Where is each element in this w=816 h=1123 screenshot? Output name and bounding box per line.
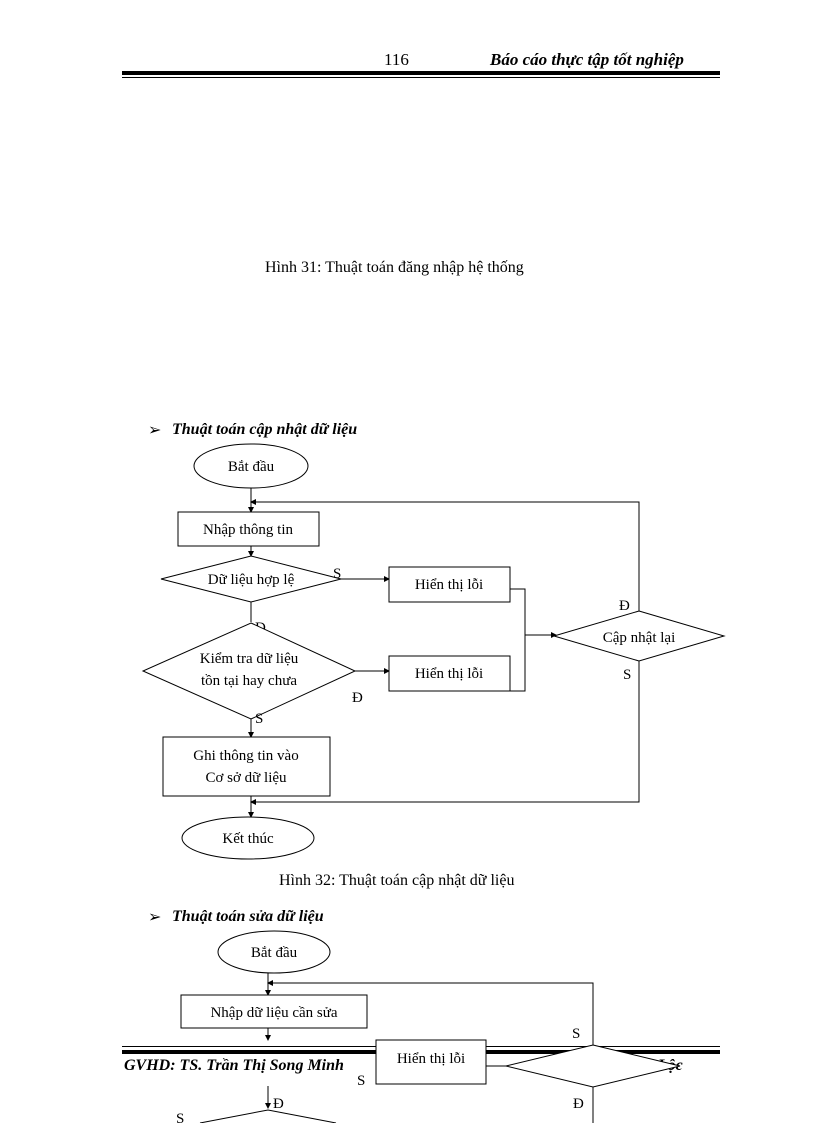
edit-s-label-bottom: S xyxy=(176,1111,184,1123)
edit-input-process xyxy=(180,994,368,1029)
save-label-2: Cơ sở dữ liệu xyxy=(205,770,287,786)
edit-decision-right xyxy=(505,1044,681,1088)
edit-start-terminal xyxy=(217,930,331,974)
edit-d-label-left: Đ xyxy=(273,1096,284,1112)
page-number: 116 xyxy=(384,50,409,69)
error-2-label: Hiển thị lỗi xyxy=(415,666,483,682)
valid-no-label: S xyxy=(333,566,341,582)
start-label: Bắt đầu xyxy=(228,459,275,475)
section-heading-update: Thuật toán cập nhật dữ liệu xyxy=(172,421,358,438)
update-again-yes-label: Đ xyxy=(619,598,630,614)
section-heading-edit: Thuật toán sửa dữ liệu xyxy=(172,908,324,925)
valid-label: Dữ liệu hợp lệ xyxy=(208,572,295,588)
save-process xyxy=(162,736,331,797)
arrow-bullet-icon: ➢ xyxy=(148,422,162,439)
update-again-no-label: S xyxy=(623,667,631,683)
edit-error-process xyxy=(375,1039,487,1085)
header-rule-thin xyxy=(122,77,720,78)
error-1-label: Hiển thị lỗi xyxy=(415,577,483,593)
input-label: Nhập thông tin xyxy=(203,522,293,538)
figure-31-caption: Hình 31: Thuật toán đăng nhập hệ thống xyxy=(265,259,524,276)
arrow-bullet-icon-2: ➢ xyxy=(148,909,162,926)
check-label-2: tồn tại hay chưa xyxy=(201,673,297,689)
end-label: Kết thúc xyxy=(222,831,274,847)
edit-input-label: Nhập dữ liệu cần sửa xyxy=(210,1005,337,1021)
check-yes-label: Đ xyxy=(352,690,363,706)
edit-start-label: Bắt đầu xyxy=(251,945,298,961)
input-process xyxy=(177,511,320,547)
check-no-label: S xyxy=(255,711,263,727)
figure-32-caption: Hình 32: Thuật toán cập nhật dữ liệu xyxy=(279,872,515,889)
error-process-2 xyxy=(388,655,511,692)
edit-d-label-right: Đ xyxy=(573,1096,584,1112)
end-terminal xyxy=(181,816,315,860)
save-label-1: Ghi thông tin vào xyxy=(193,748,298,764)
edit-s-label-left: S xyxy=(357,1073,365,1089)
error-process-1 xyxy=(388,566,511,603)
edit-s-label-top: S xyxy=(572,1026,580,1042)
check-label-1: Kiểm tra dữ liệu xyxy=(200,651,299,667)
edit-error-label: Hiển thị lỗi xyxy=(397,1051,465,1067)
footer-advisor: GVHD: TS. Trần Thị Song Minh xyxy=(124,1057,344,1074)
update-again-label: Cập nhật lại xyxy=(603,630,675,646)
header-title: Báo cáo thực tập tốt nghiệp xyxy=(490,50,684,69)
header-rule xyxy=(122,71,720,75)
